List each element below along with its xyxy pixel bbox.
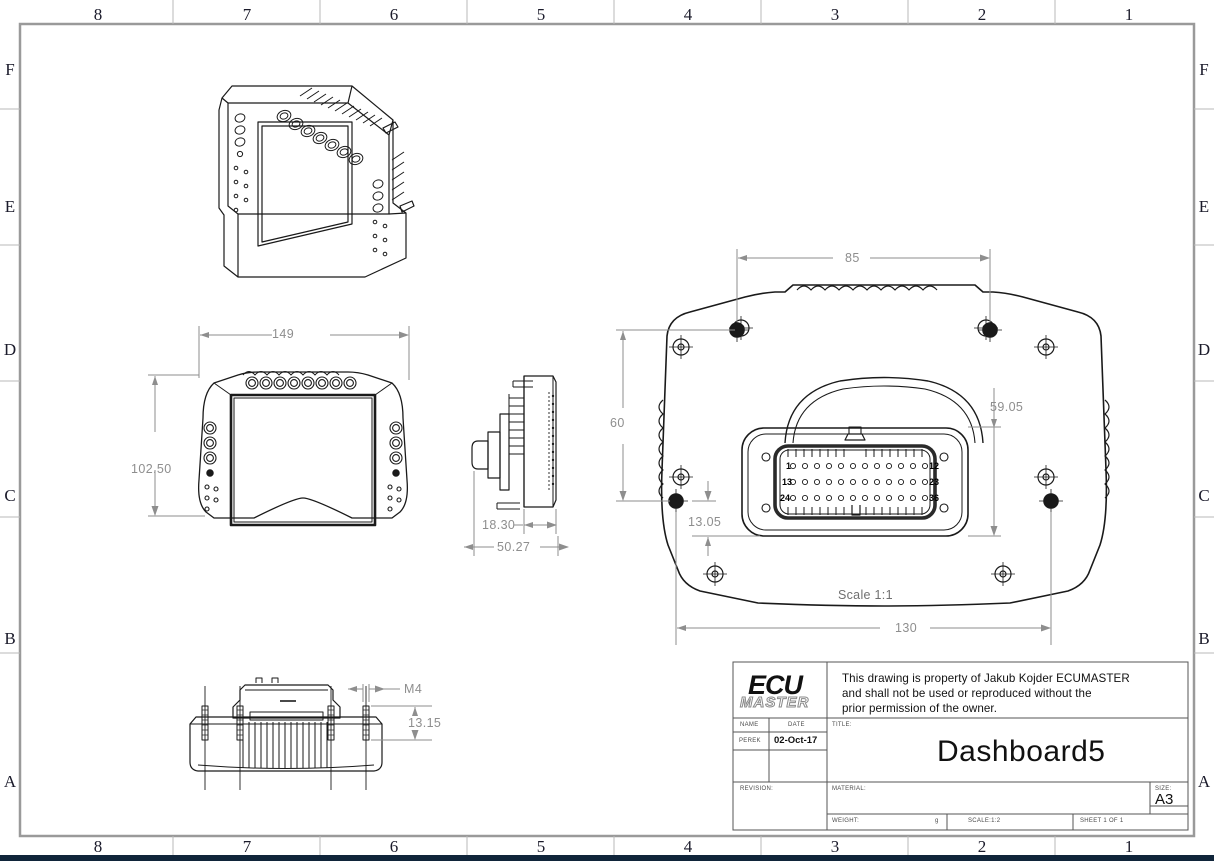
zone-row-right-A: A: [1197, 772, 1211, 791]
sheet-number-value: SHEET 1 OF 1: [1080, 818, 1124, 824]
zone-row-left-C: C: [4, 486, 16, 505]
rear-view-dim-13-05: 13.05: [688, 515, 722, 529]
zone-row-right-F: F: [1199, 60, 1209, 79]
connector-pin-label-1: 1: [786, 461, 792, 471]
front-view-dimension-lines: [148, 326, 410, 517]
zone-row-left-A: A: [3, 772, 17, 791]
zone-row-right-C: C: [1198, 486, 1210, 505]
side-view: [471, 375, 557, 510]
rear-view-scale-note: Scale 1:1: [838, 588, 893, 602]
zone-col-bottom-6: 6: [389, 837, 399, 856]
ecumaster-logo-secondary: MASTER: [739, 694, 810, 712]
zone-col-top-8: 8: [93, 5, 103, 24]
zone-col-bottom-8: 8: [93, 837, 103, 856]
zone-col-bottom-3: 3: [830, 837, 840, 856]
rear-view-dim-59-05: 59.05: [990, 400, 1024, 414]
copyright-notice: This drawing is property of Jakub Kojder…: [842, 672, 1130, 715]
size-field-header: SIZE:: [1155, 786, 1172, 792]
zone-row-right-E: E: [1198, 197, 1210, 216]
front-view-dim-102-50: 102.50: [131, 462, 172, 476]
bottom-view-dim-13-15: 13.15: [408, 716, 442, 730]
drawing-title: Dashboard5: [937, 735, 1106, 768]
material-field-header: MATERIAL:: [832, 786, 866, 792]
connector-pin-label-36: 36: [929, 493, 940, 503]
side-view-dim-50-27: 50.27: [497, 540, 531, 554]
zone-row-left-E: E: [4, 197, 16, 216]
rear-view-dim-60: 60: [610, 416, 625, 430]
front-view-dim-149: 149: [272, 327, 295, 341]
zone-col-top-2: 2: [977, 5, 987, 24]
title-block-frame: [732, 661, 1189, 831]
weight-field-header: WEIGHT:: [832, 818, 860, 824]
zone-row-left-F: F: [5, 60, 15, 79]
zone-col-bottom-5: 5: [536, 837, 546, 856]
bottom-view-dimension-lines: [348, 684, 432, 741]
weight-unit-label: g: [935, 818, 939, 824]
side-view-dim-18-30: 18.30: [482, 518, 516, 532]
zone-col-bottom-1: 1: [1124, 837, 1134, 856]
zone-row-left-D: D: [3, 340, 17, 359]
zone-col-top-4: 4: [683, 5, 693, 24]
isometric-view: [218, 85, 415, 278]
zone-col-bottom-2: 2: [977, 837, 987, 856]
zone-col-bottom-7: 7: [242, 837, 252, 856]
connector-pin-label-23: 23: [929, 477, 940, 487]
zone-row-left-B: B: [4, 629, 16, 648]
taskbar-strip: [0, 855, 1214, 861]
scale-field-value: SCALE:1:2: [968, 818, 1001, 824]
ecumaster-logo-primary: ECU: [748, 670, 803, 700]
name-column-header: NAME: [740, 722, 759, 728]
zone-col-top-5: 5: [536, 5, 546, 24]
drawing-date-value: 02-Oct-17: [774, 735, 818, 746]
rear-view: [658, 284, 1110, 607]
rear-view-dim-130: 130: [895, 621, 918, 635]
zone-col-top-1: 1: [1124, 5, 1134, 24]
revision-field-header: REVISION:: [740, 786, 774, 792]
front-view: [198, 371, 408, 527]
bottom-view-dim-m4: M4: [404, 682, 423, 696]
connector-pin-label-12: 12: [929, 461, 940, 471]
drawn-by-value: PEREK: [739, 738, 761, 744]
title-field-header: TITLE:: [832, 722, 852, 728]
zone-col-bottom-4: 4: [683, 837, 693, 856]
side-view-dimension-lines: [464, 471, 569, 556]
bottom-view: [189, 677, 383, 790]
connector-pin-label-24: 24: [780, 493, 791, 503]
rear-view-dim-85: 85: [845, 251, 860, 265]
zone-col-top-7: 7: [242, 5, 252, 24]
zone-row-right-B: B: [1198, 629, 1210, 648]
zone-col-top-3: 3: [830, 5, 840, 24]
zone-row-right-D: D: [1197, 340, 1211, 359]
zone-col-top-6: 6: [389, 5, 399, 24]
sheet-size-value: A3: [1155, 791, 1174, 808]
date-column-header: DATE: [788, 722, 805, 728]
connector-pin-label-13: 13: [782, 477, 793, 487]
rear-view-dimension-lines: [616, 249, 1052, 645]
